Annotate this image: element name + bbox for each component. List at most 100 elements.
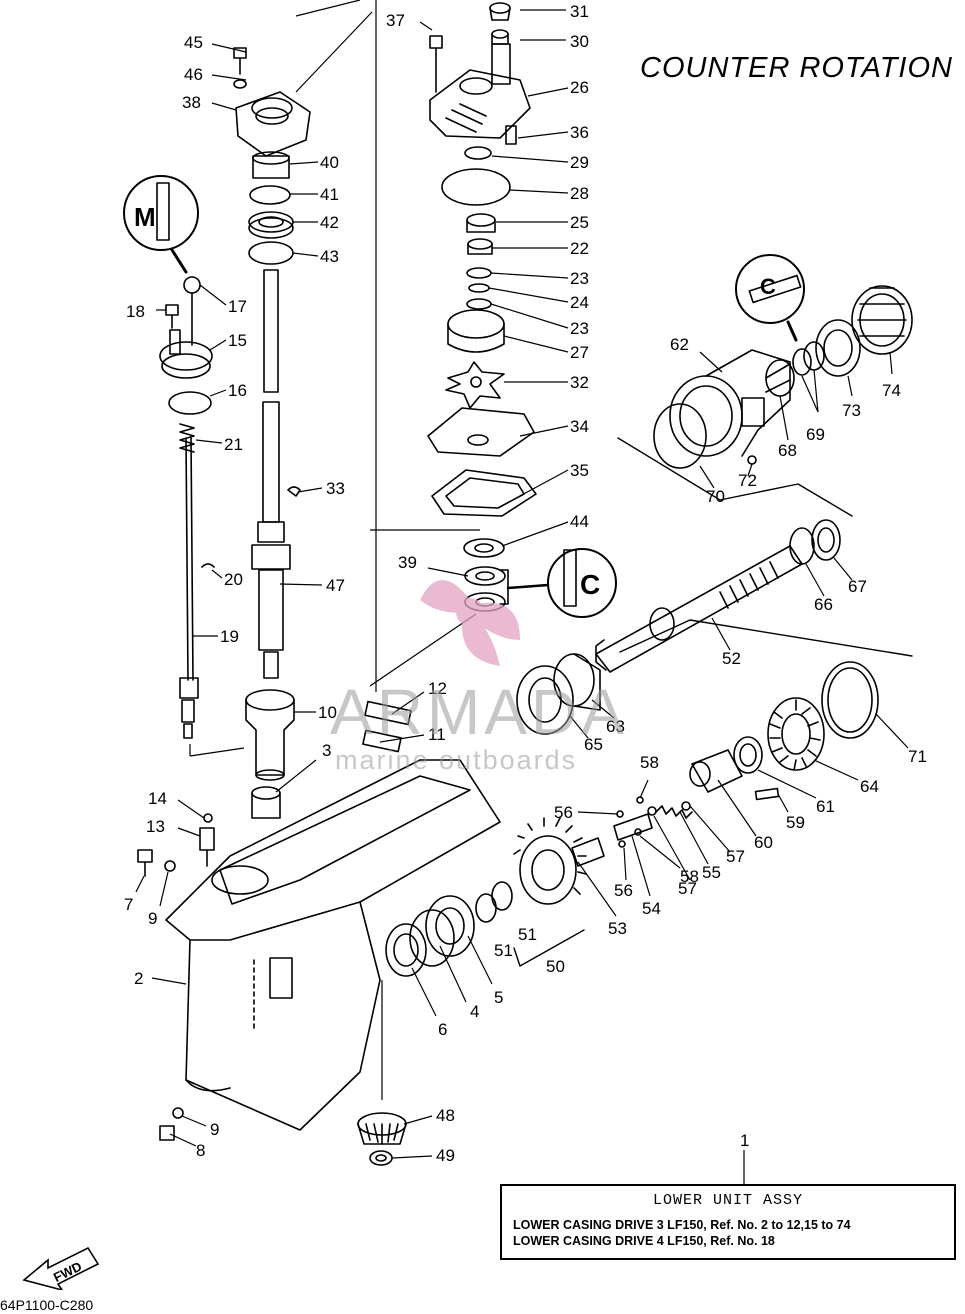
callout-18: 18 <box>126 302 145 321</box>
callout-69: 69 <box>806 425 825 444</box>
part-housing-62 <box>669 349 791 457</box>
callout-54: 54 <box>642 899 661 918</box>
callout-8: 8 <box>196 1141 205 1160</box>
leader-lines <box>135 0 909 1184</box>
callout-37: 37 <box>386 11 405 30</box>
diagram-title: COUNTER ROTATION <box>640 52 953 84</box>
callout-30: 30 <box>570 32 589 51</box>
callout-16: 16 <box>228 381 247 400</box>
part-washer-46 <box>233 79 247 89</box>
bracket-50 <box>513 929 585 967</box>
callout-50: 50 <box>546 957 565 976</box>
callout-6: 6 <box>438 1020 447 1039</box>
callout-12: 12 <box>428 679 447 698</box>
part-bolt-7 <box>137 849 153 877</box>
callout-38: 38 <box>182 93 201 112</box>
callout-39: 39 <box>398 553 417 572</box>
part-plug-8 <box>159 1125 175 1141</box>
callout-44: 44 <box>570 512 589 531</box>
callout-23-a: 23 <box>570 269 589 288</box>
callout-51-a: 51 <box>494 941 513 960</box>
part-o-ring-28 <box>441 168 511 206</box>
callout-71: 71 <box>908 747 927 766</box>
callout-40: 40 <box>320 153 339 172</box>
part-washer-23-top <box>466 267 492 279</box>
callout-72: 72 <box>738 471 757 490</box>
part-impeller-housing-27 <box>447 309 505 353</box>
drawing-code: 64P1100-C280 <box>0 1297 94 1313</box>
watermark-logo-icon <box>420 580 520 666</box>
callout-59: 59 <box>786 813 805 832</box>
part-ball-57-a <box>647 806 657 816</box>
callout-7: 7 <box>124 895 133 914</box>
callout-47: 47 <box>326 576 345 595</box>
part-pin-14 <box>203 813 213 823</box>
callout-33: 33 <box>326 479 345 498</box>
part-slider-54 <box>613 813 653 841</box>
grease-symbol-letter: M <box>134 202 156 232</box>
part-pinion-48 <box>357 1112 407 1145</box>
callout-56-a: 56 <box>554 803 573 822</box>
callout-36: 36 <box>570 123 589 142</box>
part-shim-6 <box>385 923 427 977</box>
callout-61: 61 <box>816 797 835 816</box>
callout-19: 19 <box>220 627 239 646</box>
callout-53: 53 <box>608 919 627 938</box>
callout-1: 1 <box>740 1131 749 1150</box>
callout-22: 22 <box>570 239 589 258</box>
part-impeller-32 <box>445 361 505 409</box>
part-bolt-18 <box>165 304 179 329</box>
part-seal-42 <box>248 211 294 239</box>
callout-51-b: 51 <box>518 925 537 944</box>
callout-63: 63 <box>606 717 625 736</box>
callout-25: 25 <box>570 213 589 232</box>
callout-29: 29 <box>570 153 589 172</box>
assembly-line-1: LOWER CASING DRIVE 3 LF150, Ref. No. 2 t… <box>513 1218 851 1232</box>
part-washer-73 <box>815 319 861 377</box>
callout-64: 64 <box>860 777 879 796</box>
assembly-heading: LOWER UNIT ASSY <box>652 1192 804 1209</box>
callout-55: 55 <box>702 863 721 882</box>
part-washer-41 <box>249 185 291 205</box>
callout-48: 48 <box>436 1106 455 1125</box>
part-forward-gear-assembly-50 <box>513 817 587 905</box>
part-nut-49 <box>369 1150 393 1166</box>
part-pin-72 <box>747 455 757 465</box>
callout-9-a: 9 <box>148 909 157 928</box>
callout-4: 4 <box>470 1002 479 1021</box>
part-bolt-45 <box>233 47 247 75</box>
fwd-arrow-icon: FWD <box>22 1246 100 1290</box>
part-seal-44 <box>463 538 505 558</box>
callout-10: 10 <box>318 703 337 722</box>
callout-46: 46 <box>184 65 203 84</box>
part-pump-housing-26 <box>429 43 531 139</box>
callout-9-b: 9 <box>210 1120 219 1139</box>
part-shift-plunger-53 <box>571 837 605 867</box>
part-pin-36 <box>505 125 517 145</box>
callout-43: 43 <box>320 247 339 266</box>
part-bolt-37 <box>429 35 443 93</box>
callout-52: 52 <box>722 649 741 668</box>
part-drive-shaft-47 <box>251 269 291 679</box>
part-ball-58-b <box>634 828 642 836</box>
callout-58-b: 58 <box>680 867 699 886</box>
part-oil-seal-67 <box>811 519 841 561</box>
part-bushing-3 <box>251 786 281 819</box>
callout-27: 27 <box>570 343 589 362</box>
callout-70: 70 <box>706 487 725 506</box>
callout-26: 26 <box>570 78 589 97</box>
callout-28: 28 <box>570 184 589 203</box>
part-dog-clutch-60 <box>689 749 743 793</box>
callout-2: 2 <box>134 969 143 988</box>
callout-21: 21 <box>224 435 243 454</box>
callout-41: 41 <box>320 185 339 204</box>
part-o-ring-16 <box>168 391 212 415</box>
callout-57-a: 57 <box>678 879 697 898</box>
callout-73: 73 <box>842 401 861 420</box>
callout-17: 17 <box>228 297 247 316</box>
callout-31: 31 <box>570 2 589 21</box>
gear-oil-symbol-mid <box>506 548 617 618</box>
watermark-tagline: marine outboards <box>335 745 578 775</box>
fwd-label: FWD <box>51 1259 84 1285</box>
